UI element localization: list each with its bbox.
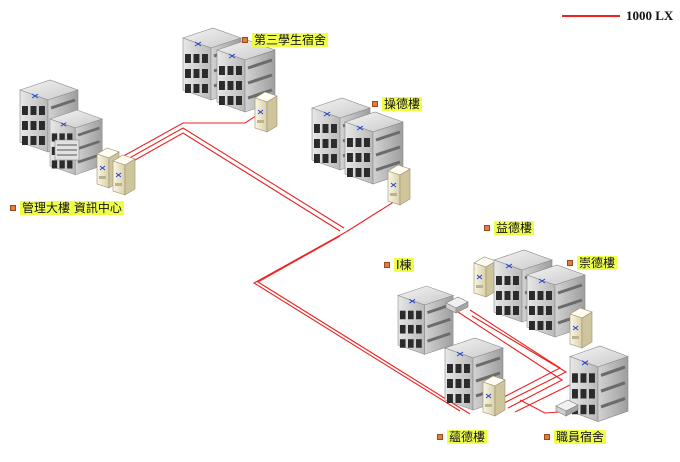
label-caode[interactable]: 操德樓 — [372, 97, 423, 111]
label-yide[interactable]: 益德樓 — [484, 221, 535, 235]
label-admin[interactable]: 管理大樓 資訊中心 — [10, 201, 124, 215]
link-backbone-east — [256, 235, 471, 415]
link-yunde-chongde — [471, 315, 568, 405]
link-yunde-ibldg — [457, 311, 564, 409]
bullet-icon — [484, 225, 490, 231]
building-caode[interactable] — [312, 98, 411, 206]
link-admin-dorm3 — [119, 111, 263, 159]
label-staff-dorm[interactable]: 職員宿舍 — [544, 430, 607, 444]
label-i-building[interactable]: I棟 — [384, 258, 414, 272]
bullet-icon — [567, 260, 573, 266]
legend: 1000 LX — [562, 8, 673, 24]
building-admin[interactable] — [20, 80, 136, 196]
label-chongde[interactable]: 崇德樓 — [567, 256, 618, 270]
link-staff-dorm — [519, 399, 561, 414]
bullet-icon — [10, 205, 16, 211]
building-staff-dorm[interactable] — [555, 346, 628, 422]
link-admin-backbone-a — [123, 127, 345, 229]
bullet-icon — [384, 262, 390, 268]
fiber-links — [119, 111, 581, 415]
label-yunde[interactable]: 蘊德樓 — [437, 430, 488, 444]
link-admin-backbone-b — [127, 132, 341, 232]
link-backbone-west — [252, 231, 461, 412]
legend-swatch — [562, 15, 620, 17]
bullet-icon — [544, 434, 550, 440]
bullet-icon — [372, 101, 378, 107]
bullet-icon — [242, 37, 248, 43]
bullet-icon — [437, 434, 443, 440]
link-caode — [345, 197, 401, 233]
legend-label: 1000 LX — [626, 8, 674, 23]
label-dorm3[interactable]: 第三學生宿舍 — [242, 33, 329, 47]
